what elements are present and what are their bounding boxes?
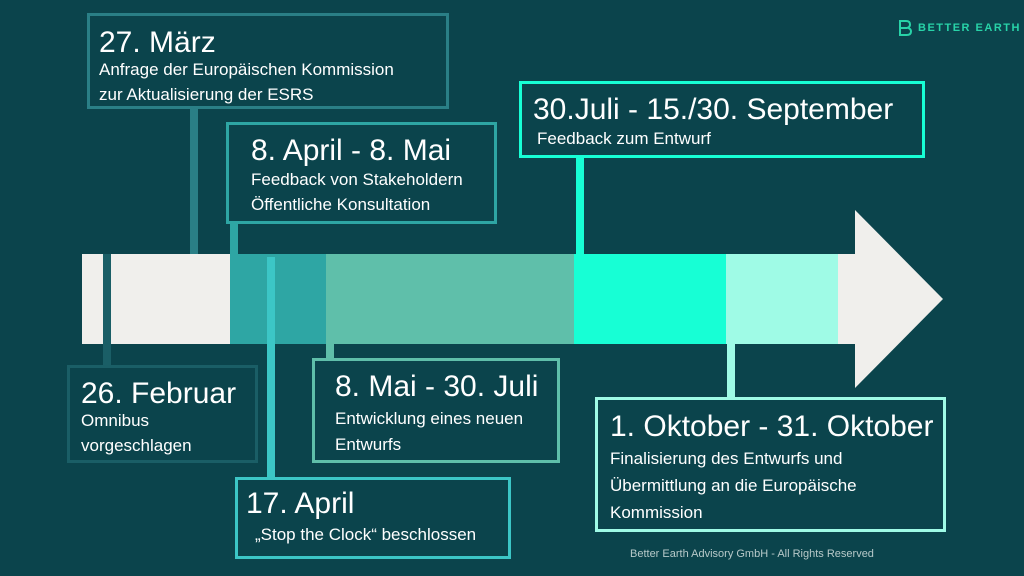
event-description-line: Kommission: [610, 503, 703, 522]
timeline-segment-end: [838, 254, 858, 344]
event-description-line: Öffentliche Konsultation: [251, 195, 431, 214]
timeline-arrowhead: [855, 210, 943, 388]
connector-may-july: [326, 340, 334, 360]
event-box-feb-26: 26. Februar Omnibus vorgeschlagen: [67, 365, 258, 463]
event-date: 26. Februar: [81, 377, 237, 410]
event-date: 27. März: [99, 26, 216, 59]
event-date: 17. April: [246, 487, 355, 520]
connector-feb-26: [103, 254, 111, 366]
connector-october: [727, 340, 735, 398]
event-date: 8. Mai - 30. Juli: [335, 370, 539, 403]
leaf-b-icon: [899, 20, 912, 36]
connector-april-may: [230, 222, 238, 256]
event-box-april-17: 17. April „Stop the Clock“ beschlossen: [235, 477, 511, 559]
event-description-line: „Stop the Clock“ beschlossen: [255, 525, 477, 544]
brand-name: BETTER EARTH: [918, 22, 1021, 34]
event-description-line: Anfrage der Europäischen Kommission: [99, 60, 394, 79]
connector-july-september: [576, 156, 584, 254]
connector-march-27: [190, 108, 198, 254]
event-description-line: vorgeschlagen: [81, 436, 192, 455]
event-description-line: Feedback zum Entwurf: [537, 129, 711, 148]
event-description-line: Omnibus: [81, 411, 150, 430]
timeline-segment-may-july: [326, 254, 574, 344]
footer-copyright: Better Earth Advisory GmbH - All Rights …: [630, 548, 874, 560]
event-box-april-may: 8. April - 8. Mai Feedback von Stakehold…: [226, 122, 497, 224]
event-description-line: Übermittlung an die Europäische: [610, 476, 857, 495]
event-box-may-july: 8. Mai - 30. Juli Entwicklung eines neue…: [312, 358, 560, 463]
event-description-line: Finalisierung des Entwurfs und: [610, 449, 843, 468]
event-description-line: zur Aktualisierung der ESRS: [99, 85, 314, 104]
connector-april-17: [267, 257, 275, 479]
event-date: 30.Juli - 15./30. September: [533, 93, 894, 126]
event-date: 1. Oktober - 31. Oktober: [610, 410, 934, 443]
event-description-line: Entwurfs: [335, 435, 402, 454]
event-date: 8. April - 8. Mai: [251, 134, 452, 167]
event-box-july-september: 30.Juli - 15./30. September Feedback zum…: [519, 81, 925, 158]
event-description-line: Entwicklung eines neuen: [335, 409, 524, 428]
event-description-line: Feedback von Stakeholdern: [251, 170, 463, 189]
timeline-segment-july-september: [574, 254, 726, 344]
timeline-segment-october: [726, 254, 838, 344]
event-box-march-27: 27. März Anfrage der Europäischen Kommis…: [87, 13, 449, 109]
event-box-october: 1. Oktober - 31. Oktober Finalisierung d…: [595, 397, 946, 532]
brand-logo: BETTER EARTH: [898, 20, 1021, 36]
timeline-segment-april: [230, 254, 326, 344]
